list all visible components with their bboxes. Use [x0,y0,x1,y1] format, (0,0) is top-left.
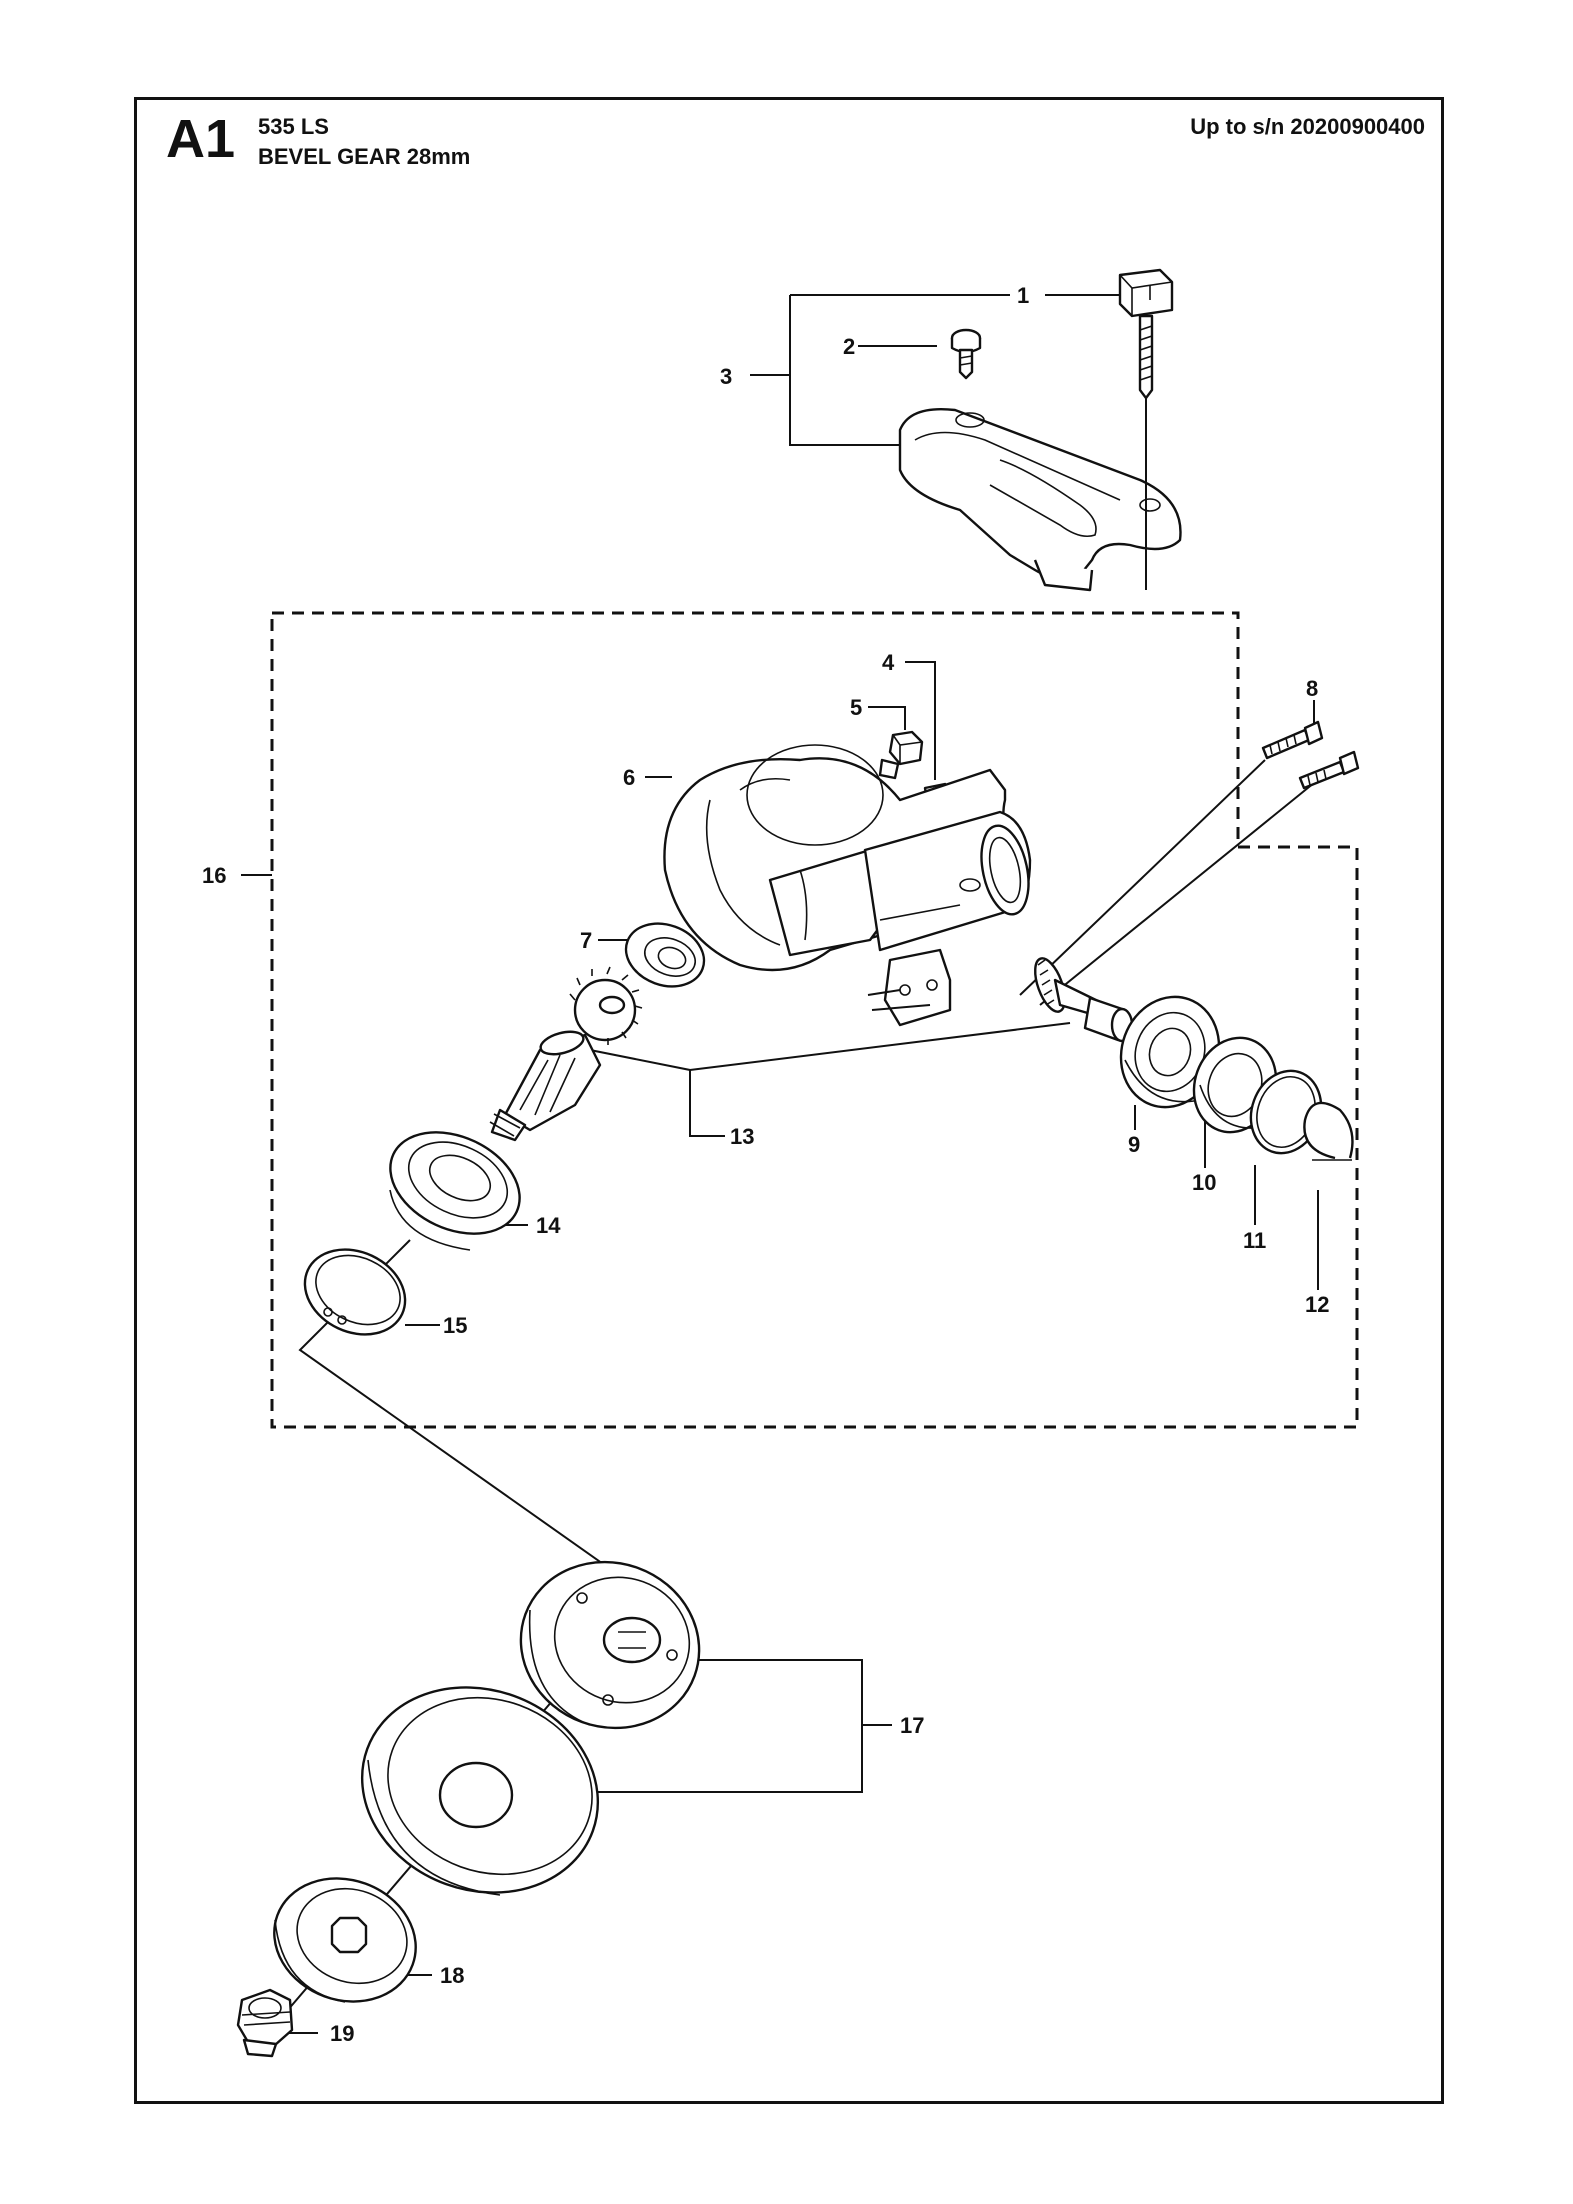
diagram-frame [134,97,1444,2104]
callout-7: 7 [580,928,592,953]
part-12-circlip [1303,1101,1354,1161]
callout-1: 1 [1017,283,1029,308]
part-7-bearing [624,922,706,988]
callout-12: 12 [1305,1292,1329,1317]
part-14-bearing [389,1131,521,1251]
part-3-guard-bracket [898,408,1182,592]
part-5-plug [878,730,924,780]
serial-note: Up to s/n 20200900400 [1190,114,1425,139]
callout-2: 2 [843,334,855,359]
callout-11: 11 [1243,1228,1266,1253]
callout-14: 14 [536,1213,561,1238]
callout-6: 6 [623,765,635,790]
callout-13: 13 [730,1124,754,1149]
assembly-16-boundary [270,611,1359,1429]
callout-9: 9 [1128,1132,1140,1157]
section-id: A1 [166,109,236,169]
part-1-clamp-screw [1118,268,1174,400]
part-19-nut [236,1988,294,2058]
callout-labels: 1 2 3 4 5 6 7 8 9 10 11 12 13 14 15 16 1… [202,283,1329,2046]
part-6-gear-housing [663,744,1032,1027]
model-name: 535 LS [258,114,329,139]
part-17-support-flange [519,1560,701,1730]
callout-19: 19 [330,2021,354,2046]
callout-10: 10 [1192,1170,1216,1195]
part-13-gear-shafts [489,957,1134,1142]
callout-5: 5 [850,695,862,720]
callout-17: 17 [900,1713,924,1738]
callout-3: 3 [720,364,732,389]
part-2-bolt [950,328,982,380]
callout-16: 16 [202,863,226,888]
part-15-circlip [303,1248,407,1336]
part-18-flange [273,1877,417,2003]
callout-15: 15 [443,1313,467,1338]
callout-4: 4 [882,650,895,675]
callout-18: 18 [440,1963,464,1988]
part-17-thrust-washer [360,1686,600,1896]
assembly-title: BEVEL GEAR 28mm [258,144,471,169]
callout-8: 8 [1306,676,1318,701]
part-8-bolts [1261,720,1360,790]
